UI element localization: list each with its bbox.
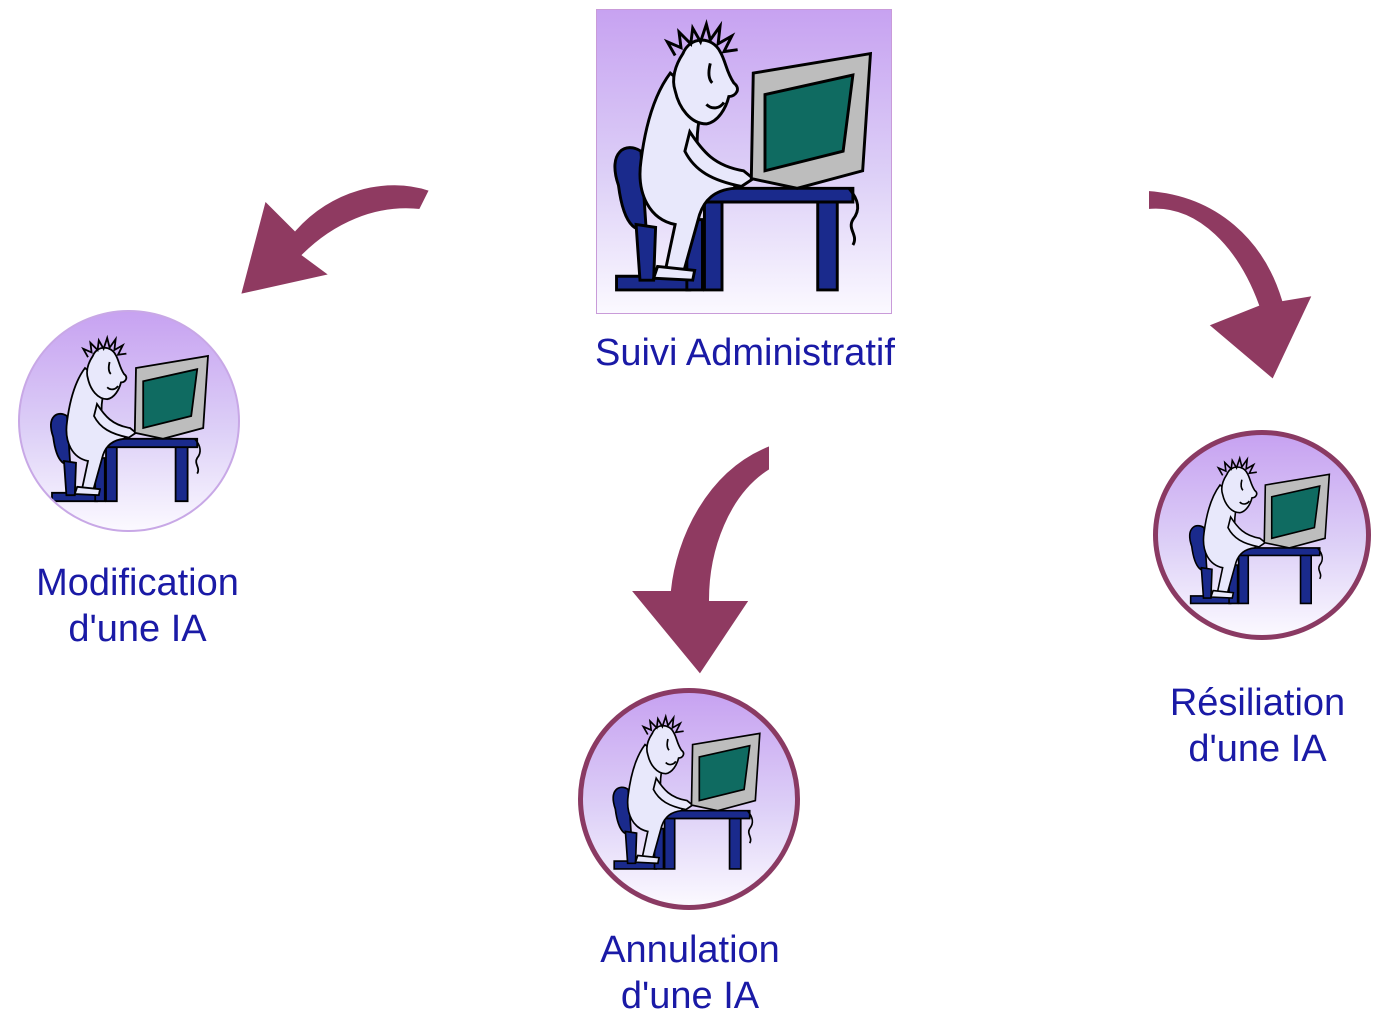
annulation-node[interactable] <box>578 688 800 910</box>
arrow-to-modification <box>238 183 432 297</box>
modification-label-line1: Modification <box>36 562 239 604</box>
person-at-computer-icon <box>1180 453 1340 613</box>
resiliation-label: Résiliation d'une IA <box>1140 680 1375 772</box>
person-at-computer-icon <box>40 332 220 512</box>
modification-node[interactable] <box>18 310 240 532</box>
annulation-label: Annulation d'une IA <box>555 927 825 1019</box>
modification-label-line2: d'une IA <box>68 608 207 650</box>
central-node-label-text: Suivi Administratif <box>595 332 895 374</box>
annulation-label-line2: d'une IA <box>620 975 760 1017</box>
resiliation-node[interactable] <box>1153 430 1371 640</box>
person-at-computer-icon <box>597 10 890 312</box>
central-node-label: Suivi Administratif <box>540 330 950 376</box>
person-at-computer-icon <box>603 711 771 879</box>
annulation-label-line1: Annulation <box>600 929 780 971</box>
resiliation-label-line2: d'une IA <box>1188 728 1327 770</box>
arrow-to-annulation <box>627 443 771 677</box>
arrow-to-resiliation <box>1147 188 1315 382</box>
resiliation-label-line1: Résiliation <box>1169 682 1346 724</box>
modification-label: Modification d'une IA <box>0 560 275 652</box>
central-node-image[interactable] <box>596 9 892 314</box>
